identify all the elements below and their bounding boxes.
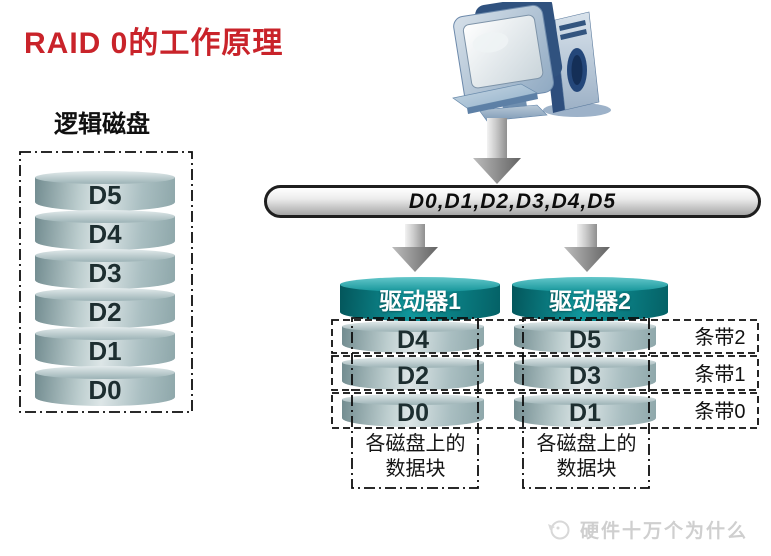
- down-arrow-icon: [564, 224, 610, 272]
- logical-disk-block: D2: [35, 288, 175, 328]
- down-arrow-icon: [473, 118, 521, 184]
- drive1-caption: 各磁盘上的 数据块: [352, 432, 479, 482]
- caption-line1: 各磁盘上的: [536, 433, 637, 455]
- drive1-header: 驱动器1: [340, 277, 500, 321]
- logical-disk-block: D5: [35, 171, 175, 211]
- arrow-head: [564, 247, 610, 272]
- drive2-caption: 各磁盘上的 数据块: [523, 432, 650, 482]
- drive2-disk-block: D1: [514, 394, 656, 427]
- watermark-logo-icon: [548, 520, 570, 540]
- logical-disk-block: D1: [35, 327, 175, 367]
- drive-name: 驱动器1: [379, 288, 461, 314]
- logical-disk-block: D3: [35, 249, 175, 289]
- drive2-header: 驱动器2: [512, 277, 668, 321]
- disk-block-label: D5: [88, 180, 122, 210]
- disk-block-label: D4: [397, 326, 429, 354]
- cylinder-top: [340, 277, 500, 292]
- disk-block-label: D2: [397, 362, 429, 390]
- stripe-label: 条带0: [694, 401, 746, 423]
- disk-block-label: D3: [569, 362, 601, 390]
- bus-bar: D0,D1,D2,D3,D4,D5: [264, 185, 761, 218]
- disk-block-label: D1: [569, 399, 601, 427]
- bus-bar-label: D0,D1,D2,D3,D4,D5: [408, 189, 617, 213]
- drive-name: 驱动器2: [549, 288, 631, 314]
- disk-block-label: D0: [88, 375, 122, 405]
- disk-block-label: D3: [88, 258, 122, 288]
- arrow-shaft: [487, 118, 507, 160]
- page-title: RAID 0的工作原理: [24, 27, 284, 60]
- disk-block-label: D4: [88, 219, 122, 249]
- drive2-disk-block: D5: [514, 321, 656, 353]
- desktop-computer-icon: [452, 2, 611, 122]
- watermark: 硬件十万个为什么: [544, 514, 748, 544]
- caption-line2: 数据块: [556, 458, 617, 480]
- arrow-head: [473, 158, 521, 184]
- disk-block-label: D1: [88, 336, 122, 366]
- down-arrow-icon: [392, 224, 438, 272]
- disk-block-label: D0: [397, 399, 429, 427]
- arrow-shaft: [405, 224, 425, 248]
- drive1-disk-block: D4: [342, 321, 484, 353]
- logical-disk-label: 逻辑磁盘: [54, 111, 150, 138]
- stripe-label: 条带2: [694, 327, 746, 349]
- disk-block-label: D2: [88, 297, 122, 327]
- cylinder-top: [512, 277, 668, 292]
- caption-line1: 各磁盘上的: [365, 433, 466, 455]
- watermark-text: 硬件十万个为什么: [580, 520, 749, 542]
- stripe-label: 条带1: [694, 364, 746, 386]
- caption-line2: 数据块: [385, 458, 446, 480]
- drive1-disk-block: D2: [342, 357, 484, 390]
- disk-block-label: D5: [569, 326, 601, 354]
- drive1-disk-block: D0: [342, 394, 484, 427]
- arrow-shaft: [577, 224, 597, 248]
- logical-disk-block: D0: [35, 366, 175, 406]
- logical-disk-block: D4: [35, 210, 175, 250]
- drive2-disk-block: D3: [514, 357, 656, 390]
- arrow-head: [392, 247, 438, 272]
